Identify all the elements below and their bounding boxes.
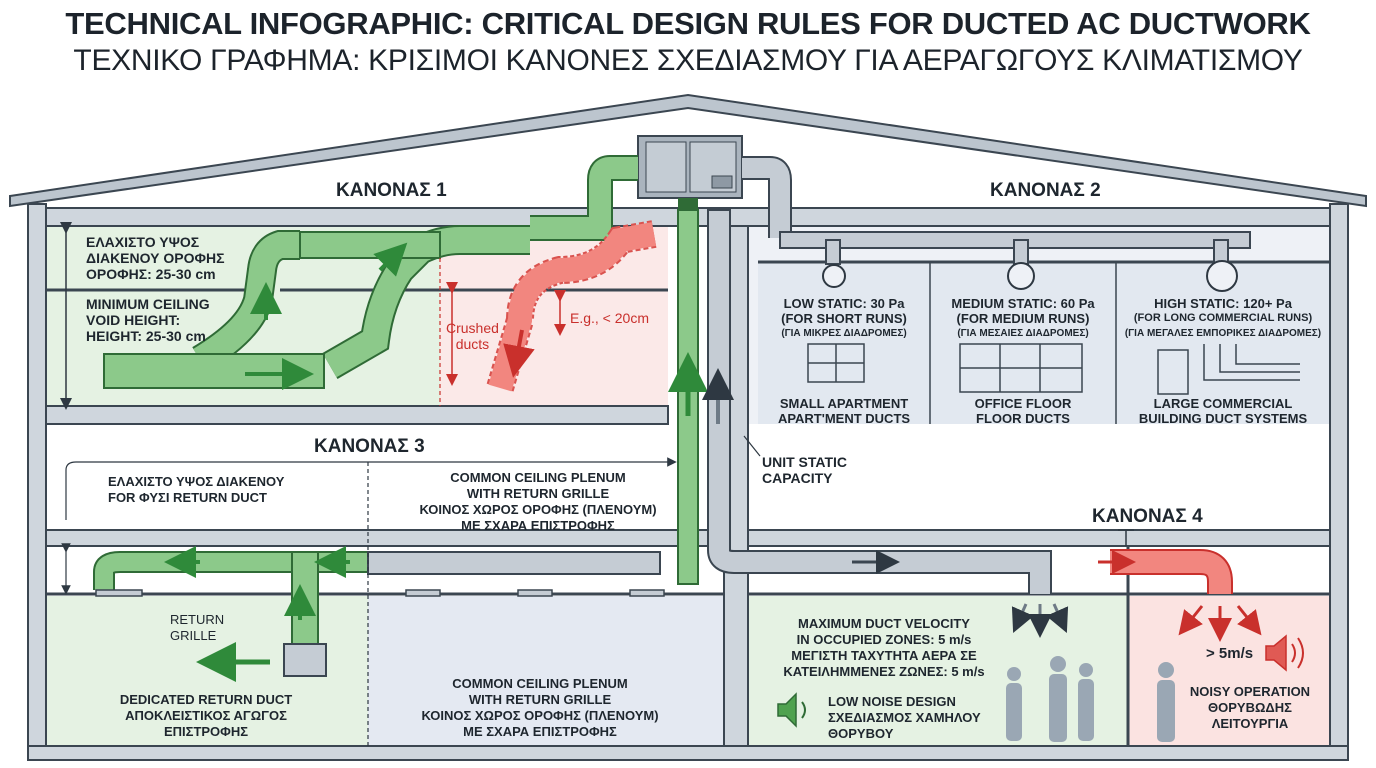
crushed-ducts-label: Crushed ducts (446, 320, 499, 352)
low-noise-speaker-icon (777, 692, 806, 728)
low-static-line-1: LOW STATIC: 30 Pa (783, 296, 905, 311)
room-dividers (929, 262, 1130, 746)
rule1-green-ducts (103, 225, 530, 390)
plenum-top-line-3: ΚΟΙΝΟΣ ΧΩΡΟΣ ΟΡΟΦΗΣ (ΠΛΕΝΟΥΜ) (419, 502, 657, 517)
title-greek: ΤΕΧΝΙΚΟ ΓΡΑΦΗΜΑ: ΚΡΙΣΙΜΟΙ ΚΑΝΟΝΕΣ ΣΧΕΔΙΑ… (73, 44, 1303, 77)
noisy-operation-line-2: ΘΟΡΥΒΩΔΗΣ (1208, 700, 1292, 715)
dedicated-return-line-2: ΑΠΟΚΛΕΙΣΤΙΚΟΣ ΑΓΩΓΟΣ (125, 708, 287, 723)
medium-static-line-2: (FOR MEDIUM RUNS) (956, 311, 1090, 326)
noisy-operation-line-3: ΛΕΙΤΟΥΡΓΙΑ (1211, 716, 1289, 731)
roof (9, 93, 1367, 208)
plenum-bottom-line-1: COMMON CEILING PLENUM (452, 676, 628, 691)
plenum-bottom-line-2: WITH RETURN GRILLE (468, 692, 612, 707)
high-velocity-label: > 5m/s (1206, 645, 1254, 662)
high-static-line-3: (ΓΙΑ ΜΕΓΑΛΕΣ ΕΜΠΟΡΙΚΕΣ ΔΙΑΔΡΟΜΕΣ) (1124, 328, 1322, 339)
low-static-label: LOW STATIC: 30 Pa (FOR SHORT RUNS) (ΓΙΑ … (758, 296, 930, 341)
commercial-building-caption: LARGE COMMERCIAL BUILDING DUCT SYSTEMS (1116, 396, 1330, 426)
max-velocity-line-2: IN OCCUPIED ZONES: 5 m/s (796, 632, 972, 647)
return-void-line-1: ΕΛΑΧΙΣΤΟ ΥΨΟΣ ΔΙΑΚΕΝΟΥ (108, 474, 285, 489)
max-velocity-line-1: MAXIMUM DUCT VELOCITY (798, 616, 970, 631)
commercial-building-sketch (1157, 344, 1300, 395)
commercial-building-caption-line-2: BUILDING DUCT SYSTEMS (1138, 411, 1308, 426)
return-grilles (95, 589, 665, 597)
crushed-duct (439, 220, 657, 406)
plenum-top-line-1: COMMON CEILING PLENUM (450, 470, 626, 485)
high-static-line-1: HIGH STATIC: 120+ Pa (1154, 296, 1292, 311)
low-noise-line-2: ΣΧΕΔΙΑΣΜΟΣ ΧΑΜΗΛΟΥ (828, 710, 981, 725)
unit-static-line-1: UNIT STATIC (762, 454, 848, 470)
rule-2-heading: ΚΑΝΟΝΑΣ 2 (990, 180, 1101, 201)
rule3-dimensions (61, 435, 761, 746)
dedicated-return-label: DEDICATED RETURN DUCT ΑΠΟΚΛΕΙΣΤΙΚΟΣ ΑΓΩΓ… (86, 692, 326, 740)
crushed-ducts-line-1: Crushed (446, 320, 499, 336)
void-height-english-line-2: VOID HEIGHT: (86, 312, 181, 328)
void-height-greek-label: ΕΛΑΧΙΣΤΟ ΥΨΟΣ ΔΙΑΚΕΝΟΥ ΟΡΟΦΗΣ ΟΡΟΦΗΣ: 25… (86, 234, 224, 282)
small-apartment-sketch (807, 343, 865, 383)
rule4-ducts (707, 529, 1262, 642)
return-grille-label: RETURN GRILLE (170, 612, 224, 644)
example-height-label: E.g., < 20cm (570, 310, 649, 326)
office-floor-caption-line-1: OFFICE FLOOR (974, 396, 1072, 411)
low-noise-label: LOW NOISE DESIGN ΣΧΕΔΙΑΣΜΟΣ ΧΑΜΗΛΟΥ ΘΟΡΥ… (828, 694, 981, 742)
plenum-bottom-label: COMMON CEILING PLENUM WITH RETURN GRILLE… (384, 676, 696, 740)
occupants (1006, 656, 1175, 742)
noisy-operation-line-1: NOISY OPERATION (1189, 684, 1311, 699)
room-backgrounds (46, 226, 1330, 746)
rule-1-heading: ΚΑΝΟΝΑΣ 1 (336, 180, 447, 201)
title-english: TECHNICAL INFOGRAPHIC: CRITICAL DESIGN R… (65, 6, 1311, 41)
void-height-english-line-1: MINIMUM CEILING (86, 296, 210, 312)
high-static-label: HIGH STATIC: 120+ Pa (FOR LONG COMMERCIA… (1116, 296, 1330, 341)
small-apartment-caption-line-1: SMALL APARTMENT (779, 396, 909, 411)
high-static-line-2: (FOR LONG COMMERCIAL RUNS) (1133, 312, 1313, 324)
plenum-top-line-2: WITH RETURN GRILLE (466, 486, 610, 501)
ac-unit (637, 135, 743, 199)
max-velocity-line-4: ΚΑΤΕΙΛΗΜΜΕΝΕΣ ΖΩΝΕΣ: 5 m/s (783, 664, 985, 679)
unit-static-capacity-label: UNIT STATIC CAPACITY (762, 454, 847, 486)
max-velocity-label: MAXIMUM DUCT VELOCITY IN OCCUPIED ZONES:… (758, 616, 1010, 680)
small-apartment-caption-line-2: APART'MENT DUCTS (777, 411, 911, 426)
plenum-top-line-4: ΜΕ ΣΧΑΡΑ ΕΠΙΣΤΡΟΦΗΣ (461, 518, 615, 533)
office-floor-caption-line-2: FLOOR DUCTS (976, 411, 1070, 426)
low-static-line-2: (FOR SHORT RUNS) (781, 311, 907, 326)
dedicated-return-line-3: ΕΠΙΣΤΡΟΦΗΣ (163, 724, 249, 739)
low-noise-line-3: ΘΟΡΥΒΟΥ (828, 726, 894, 741)
return-void-line-2: FOR ΦΥΣΙ RETURN DUCT (108, 490, 267, 505)
return-grille-line-1: RETURN (170, 612, 225, 627)
rule-4-heading: ΚΑΝΟΝΑΣ 4 (1092, 506, 1203, 527)
building-structure (27, 203, 1349, 761)
max-velocity-line-3: ΜΕΓΙΣΤΗ ΤΑΧΥΤΗΤΑ ΑΕΡΑ ΣΕ (791, 648, 977, 663)
rule-3-heading: ΚΑΝΟΝΑΣ 3 (314, 436, 425, 457)
plenum-bottom-line-3: ΚΟΙΝΟΣ ΧΩΡΟΣ ΟΡΟΦΗΣ (ΠΛΕΝΟΥΜ) (421, 708, 659, 723)
noisy-operation-label: NOISY OPERATION ΘΟΡΥΒΩΔΗΣ ΛΕΙΤΟΥΡΓΙΑ (1180, 684, 1320, 732)
low-static-line-3: (ΓΙΑ ΜΙΚΡΕΣ ΔΙΑΔΡΟΜΕΣ) (781, 328, 907, 339)
crushed-ducts-line-2: ducts (455, 336, 490, 352)
void-height-greek-line-2: ΔΙΑΚΕΝΟΥ ΟΡΟΦΗΣ (86, 250, 225, 266)
void-height-english-line-3: HEIGHT: 25-30 cm (86, 328, 206, 344)
commercial-building-caption-line-1: LARGE COMMERCIAL (1153, 396, 1293, 411)
return-void-label: ΕΛΑΧΙΣΤΟ ΥΨΟΣ ΔΙΑΚΕΝΟΥ FOR ΦΥΣΙ RETURN D… (108, 474, 284, 506)
medium-static-line-1: MEDIUM STATIC: 60 Pa (951, 296, 1095, 311)
plenum-bottom-line-4: ΜΕ ΣΧΑΡΑ ΕΠΙΣΤΡΟΦΗΣ (463, 724, 617, 739)
unit-static-line-2: CAPACITY (762, 470, 833, 486)
small-apartment-caption: SMALL APARTMENT APART'MENT DUCTS (758, 396, 930, 426)
void-height-greek-line-3: ΟΡΟΦΗΣ: 25-30 cm (86, 266, 216, 282)
medium-static-label: MEDIUM STATIC: 60 Pa (FOR MEDIUM RUNS) (… (930, 296, 1116, 341)
rule2-ducts (779, 231, 1251, 292)
office-floor-caption: OFFICE FLOOR FLOOR DUCTS (930, 396, 1116, 426)
void-height-english-label: MINIMUM CEILING VOID HEIGHT: HEIGHT: 25-… (86, 296, 210, 344)
plenum-top-label: COMMON CEILING PLENUM WITH RETURN GRILLE… (388, 470, 688, 534)
medium-static-line-3: (ΓΙΑ ΜΕΣΑΙΕΣ ΔΙΑΔΡΟΜΕΣ) (957, 328, 1089, 339)
noisy-speaker-icon (1265, 634, 1304, 672)
low-noise-line-1: LOW NOISE DESIGN (828, 694, 956, 709)
return-grille-line-2: GRILLE (170, 628, 217, 643)
dedicated-return-line-1: DEDICATED RETURN DUCT (119, 692, 293, 707)
rule3-return-ducts (93, 352, 734, 682)
void-height-greek-line-1: ΕΛΑΧΙΣΤΟ ΥΨΟΣ (86, 234, 200, 250)
office-floor-sketch (959, 343, 1083, 393)
